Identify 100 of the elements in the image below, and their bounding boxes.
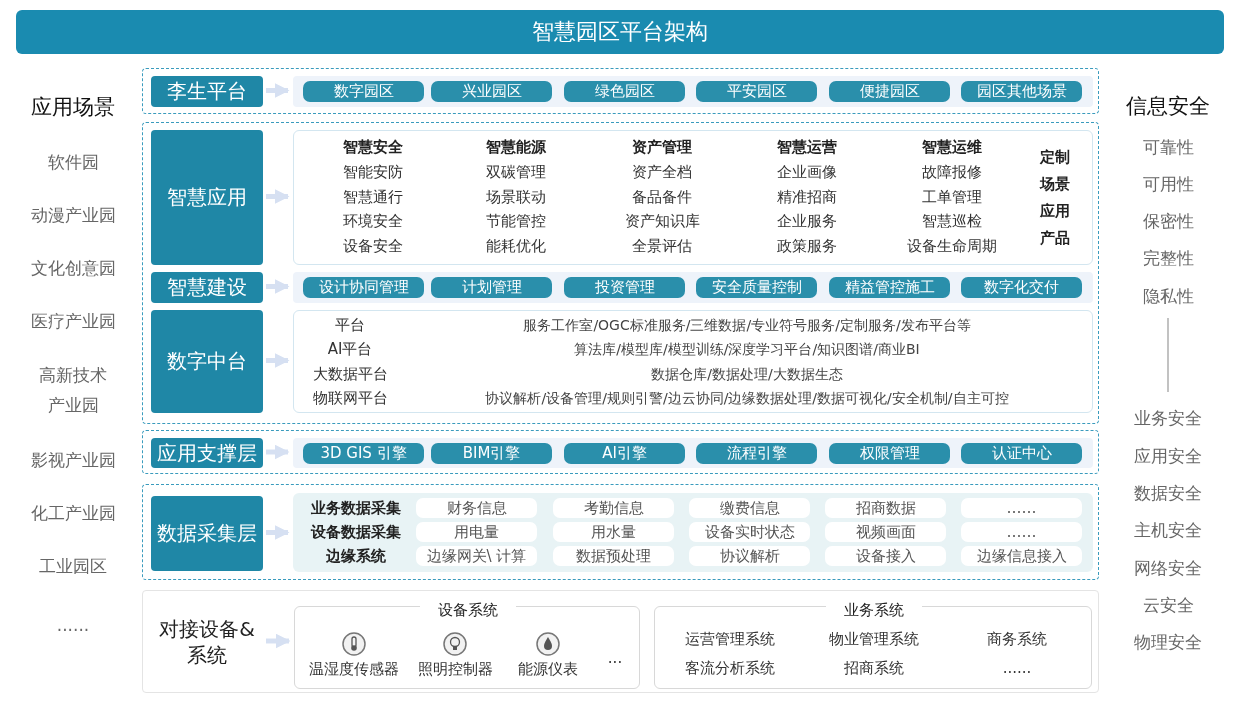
list-item: 动漫产业园 xyxy=(30,204,116,227)
list-item: 应用安全 xyxy=(1134,445,1202,468)
item-text: 双碳管理 xyxy=(486,162,546,181)
platform-name: AI平台 xyxy=(327,340,373,359)
module-tag: 设计协同管理 xyxy=(303,277,424,298)
module-tag: 数字化交付 xyxy=(961,277,1082,298)
module-tag: 认证中心 xyxy=(961,443,1082,464)
layer-header: 智慧应用 xyxy=(151,130,263,265)
module-tag: 权限管理 xyxy=(829,443,950,464)
vertical-note: 定制场景应用产品 xyxy=(1039,147,1071,249)
data-tag: 设备接入 xyxy=(825,546,946,566)
arrow xyxy=(266,83,290,98)
content-panel xyxy=(293,272,1093,303)
data-tag: 数据预处理 xyxy=(553,546,674,566)
list-item: 主机安全 xyxy=(1134,519,1202,542)
list-item: 可用性 xyxy=(1142,173,1194,196)
system-name: 商务系统 xyxy=(987,630,1047,648)
row-heading: 业务数据采集 xyxy=(311,499,401,517)
data-tag: 招商数据 xyxy=(825,498,946,518)
arrow xyxy=(266,633,291,649)
arrow xyxy=(266,353,290,368)
item-text: 设备安全 xyxy=(343,237,403,256)
list-item: 可靠性 xyxy=(1142,136,1194,159)
category-heading: 资产管理 xyxy=(632,138,692,156)
category-heading: 智慧运营 xyxy=(777,138,837,156)
group-title: 业务系统 xyxy=(826,601,922,619)
list-item: 保密性 xyxy=(1142,210,1194,233)
item-text: 企业服务 xyxy=(777,212,837,231)
group-title: 设备系统 xyxy=(420,601,516,619)
list-item: 完整性 xyxy=(1142,247,1194,270)
module-tag: 3D GIS 引擎 xyxy=(303,443,424,464)
system-name: 物业管理系统 xyxy=(829,630,919,648)
platform-name: 平台 xyxy=(335,316,365,334)
list-item: 高新技术产业园 xyxy=(38,364,108,417)
module-tag: 兴业园区 xyxy=(431,81,552,102)
module-tag: 便捷园区 xyxy=(829,81,950,102)
item-text: 能耗优化 xyxy=(486,237,546,256)
data-tag: …… xyxy=(961,498,1082,518)
item-text: 节能管控 xyxy=(486,212,546,231)
module-tag: 投资管理 xyxy=(564,277,685,298)
module-tag: AI引擎 xyxy=(564,443,685,464)
item-text: 资产全档 xyxy=(632,162,692,181)
item-text: 场景联动 xyxy=(486,187,546,206)
item-text: 智慧通行 xyxy=(343,187,403,206)
data-tag: 考勤信息 xyxy=(553,498,674,518)
item-text: 环境安全 xyxy=(343,212,403,231)
column-heading: 应用场景 xyxy=(31,94,115,121)
system-name: 运营管理系统 xyxy=(685,630,775,648)
module-tag: 安全质量控制 xyxy=(696,277,817,298)
system-name: ...... xyxy=(1002,659,1032,677)
module-tag: BIM引擎 xyxy=(431,443,552,464)
item-text: 备品备件 xyxy=(632,187,692,206)
layer-frame xyxy=(142,68,1099,114)
device-name: 温湿度传感器 xyxy=(309,660,399,678)
layer-frame xyxy=(142,590,1099,693)
module-tag: 绿色园区 xyxy=(564,81,685,102)
ellipsis-text: ... xyxy=(607,649,623,667)
item-text: 智慧巡检 xyxy=(922,212,982,231)
system-name: 招商系统 xyxy=(844,659,904,677)
list-item: 影视产业园 xyxy=(30,449,116,472)
item-text: 政策服务 xyxy=(777,237,837,256)
layer-header: 智慧建设 xyxy=(151,272,263,303)
list-item: 隐私性 xyxy=(1142,285,1194,308)
service-list: 数据仓库/数据处理/大数据生态 xyxy=(651,364,843,383)
list-item: 数据安全 xyxy=(1134,482,1202,505)
device-name: 能源仪表 xyxy=(518,660,578,678)
row-heading: 设备数据采集 xyxy=(311,523,401,541)
layer-header: 应用支撑层 xyxy=(151,438,263,468)
layer-header: 数据采集层 xyxy=(151,496,263,571)
list-item: 工业园区 xyxy=(39,555,107,578)
list-item: 业务安全 xyxy=(1134,407,1202,430)
module-tag: 精益管控施工 xyxy=(829,277,950,298)
category-heading: 智慧运维 xyxy=(922,138,982,156)
list-item: 软件园 xyxy=(47,151,99,174)
data-tag: 缴费信息 xyxy=(689,498,810,518)
content-panel xyxy=(293,130,1093,265)
column-heading: 信息安全 xyxy=(1126,93,1210,120)
platform-name: 物联网平台 xyxy=(312,388,388,407)
list-item: 医疗产业园 xyxy=(30,310,116,333)
layer-heading: 对接设备&系统 xyxy=(151,613,263,671)
list-item: 云安全 xyxy=(1142,594,1194,617)
layer-header: 李生平台 xyxy=(151,76,263,107)
item-text: 设备生命周期 xyxy=(907,237,997,256)
list-item: 文化创意园 xyxy=(30,257,116,280)
service-list: 协议解析/设备管理/规则引警/边云协同/边缘数据处理/数据可视化/安全机制/自主可控 xyxy=(485,388,1009,407)
item-text: 故障报修 xyxy=(922,162,982,181)
data-tag: 边缘网关\ 计算 xyxy=(416,546,537,566)
layer-frame xyxy=(142,122,1099,424)
layer-frame xyxy=(142,484,1099,580)
item-text: 精准招商 xyxy=(777,187,837,206)
item-text: 资产知识库 xyxy=(624,212,700,231)
list-item: 物理安全 xyxy=(1134,631,1202,654)
list-item: 化工产业园 xyxy=(30,502,116,525)
data-tag: 视频画面 xyxy=(825,522,946,542)
item-text: 智能安防 xyxy=(343,162,403,181)
data-tag: 协议解析 xyxy=(689,546,810,566)
system-name: 客流分析系统 xyxy=(685,659,775,677)
item-text: 工单管理 xyxy=(922,187,982,206)
arrow xyxy=(266,525,290,540)
module-tag: 数字园区 xyxy=(303,81,424,102)
